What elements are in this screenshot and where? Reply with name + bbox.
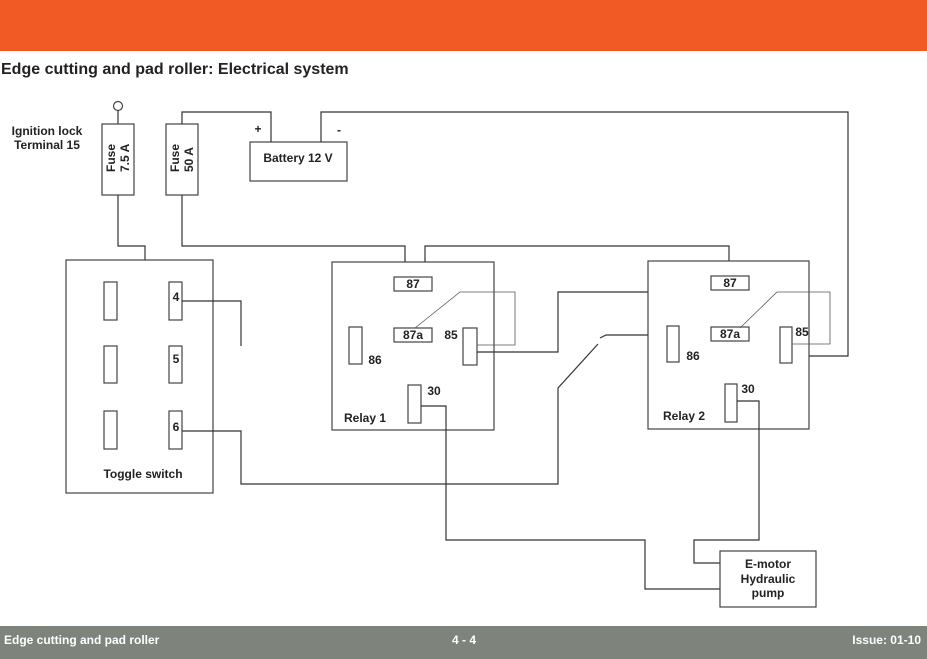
relay1-label: Relay 1 [344,411,386,425]
relay-2: 87 87a 85 86 30 Relay 2 [647,260,810,430]
wire-fuse2-battery-plus [181,111,272,142]
e-motor-hydraulic-pump: E-motor Hydraulic pump [719,550,817,608]
fuse-7-5a: Fuse 7.5 A [101,123,135,196]
switch-pin-1 [103,281,118,321]
switch-pin-6-label: 6 [173,420,180,434]
relay1-pin-87 [393,276,433,292]
relay1-pin-86-label: 86 [368,353,382,367]
relay1-pin-85-label: 85 [444,328,458,342]
relay2-pin-86-label: 86 [686,349,700,363]
wire-relay1-87a-85 [414,291,516,346]
toggle-switch-label: Toggle switch [103,467,182,481]
footer-document-title: Edge cutting and pad roller [4,633,160,647]
fuse2-label-line2: 50 A [182,147,196,172]
relay2-pin-30 [724,383,738,423]
wire-relay2-87a-85 [739,291,831,345]
relay1-pin-87a-label: 87a [403,328,423,342]
relay2-pin-87-label: 87 [723,276,737,290]
relay2-pin-87 [710,275,750,291]
toggle-switch: 4 5 6 Toggle switch [65,259,214,494]
relay2-label: Relay 2 [663,409,705,423]
relay1-pin-87-label: 87 [406,277,420,291]
battery-minus-label: - [337,123,341,137]
footer-issue: Issue: 01-10 [852,633,921,647]
footer-bar: Edge cutting and pad roller 4 - 4 Issue:… [0,626,927,659]
switch-pin-5 [168,345,183,384]
switch-pin-3 [103,410,118,450]
relay2-pin-87a [710,326,750,342]
battery-plus-label: + [254,122,261,136]
motor-label-line1: E-motor [745,557,791,571]
fuse-50a: Fuse 50 A [165,123,199,196]
fuse2-label-line1: Fuse [168,144,182,172]
ignition-terminal-icon [112,100,124,112]
relay-1: 87 87a 85 86 30 Relay 1 [331,261,495,431]
wire-relay1-30-motor [421,405,720,590]
switch-pin-6 [168,410,183,450]
battery-label: Battery 12 V [263,151,332,165]
page-title: Edge cutting and pad roller: Electrical … [1,61,349,78]
relay2-pin-30-label: 30 [741,382,755,396]
motor-label-line3: pump [752,586,785,600]
wire-switch4 [182,300,242,346]
fuse1-label-line2: 7.5 A [118,143,132,172]
wire-battery-minus-relay2-85 [320,111,849,357]
relay1-pin-30-label: 30 [427,384,441,398]
wire-relay2-30-motor [693,400,760,564]
relay1-pin-30 [407,384,422,424]
relay2-pin-86 [666,325,680,363]
relay2-pin-85 [779,326,793,364]
relay2-pin-87a-label: 87a [720,327,740,341]
switch-pin-5-label: 5 [173,352,180,366]
switch-pin-4-label: 4 [173,290,180,304]
battery: Battery 12 V + - [249,122,348,182]
relay1-pin-87a [393,327,433,343]
switch-pin-2 [103,345,118,384]
fuse1-label-line1: Fuse [104,144,118,172]
relay2-pin-85-label: 85 [795,325,809,339]
footer-page-number: 4 - 4 [452,633,477,647]
wire-switch6-relay2-86-b [599,334,667,339]
header-bar [0,0,927,51]
ignition-label-line2: Terminal 15 [14,138,80,152]
wire-switch6-relay2-86 [182,343,599,485]
ignition-label-line1: Ignition lock [12,124,83,138]
relay1-pin-85 [462,327,478,366]
relay1-pin-86 [348,326,363,365]
motor-label-line2: Hydraulic [741,572,796,586]
